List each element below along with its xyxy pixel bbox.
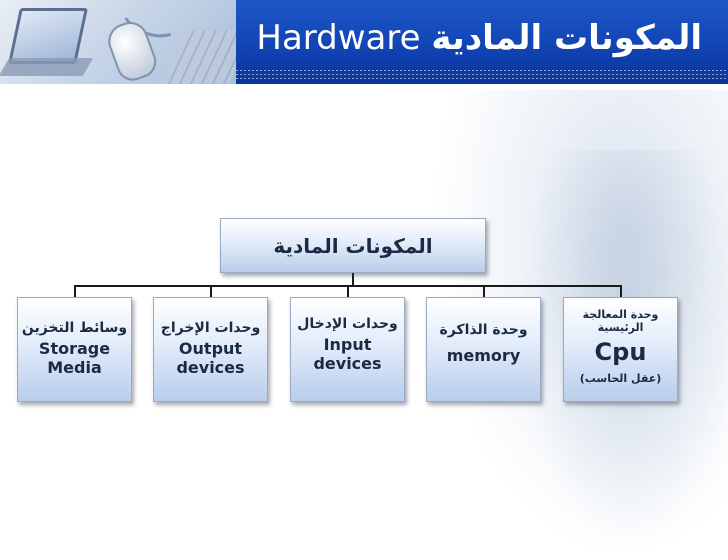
header-photo [0,0,236,84]
root-node: المكونات المادية [220,218,486,273]
node-label-arabic: وحدة الذاكرة [439,322,528,338]
node-label-english: Input devices [313,335,382,373]
header-dotted-line [236,78,728,79]
connector-drop-input [347,285,349,297]
header-dotted-line [236,70,728,71]
connector-drop-output [210,285,212,297]
node-label-arabic: وحدة المعالجة الرئيسية [582,308,659,334]
slide-title-arabic: المكونات المادية [431,18,702,58]
node-label-english: Cpu [594,338,647,366]
node-label-arabic: وحدات الإدخال [297,316,398,332]
node-label-english: Output devices [176,339,245,377]
connector-drop-storage [74,285,76,297]
keyboard-icon [156,30,236,84]
laptop-icon [8,8,88,64]
connector-root-stem [352,273,354,286]
laptop-keyboard [0,58,94,76]
slide-title: Hardware المكونات المادية [256,18,702,58]
header-dotted-line [236,74,728,75]
slide-header: Hardware المكونات المادية [0,0,728,84]
node-sublabel: (عقل الحاسب) [579,372,662,385]
node-label-english: Storage Media [38,339,111,377]
node-cpu: وحدة المعالجة الرئيسية Cpu (عقل الحاسب) [563,297,678,402]
slide-title-english: Hardware [256,18,421,58]
node-input-devices: وحدات الإدخال Input devices [290,297,405,402]
connector-drop-memory [483,285,485,297]
node-storage-media: وسائط التخزين Storage Media [17,297,132,402]
connector-drop-cpu [620,285,622,297]
node-output-devices: وحدات الإخراج Output devices [153,297,268,402]
node-memory: وحدة الذاكرة memory [426,297,541,402]
node-label-arabic: وسائط التخزين [21,320,128,336]
node-label-arabic: وحدات الإخراج [160,320,261,336]
node-label-english: memory [446,346,521,365]
